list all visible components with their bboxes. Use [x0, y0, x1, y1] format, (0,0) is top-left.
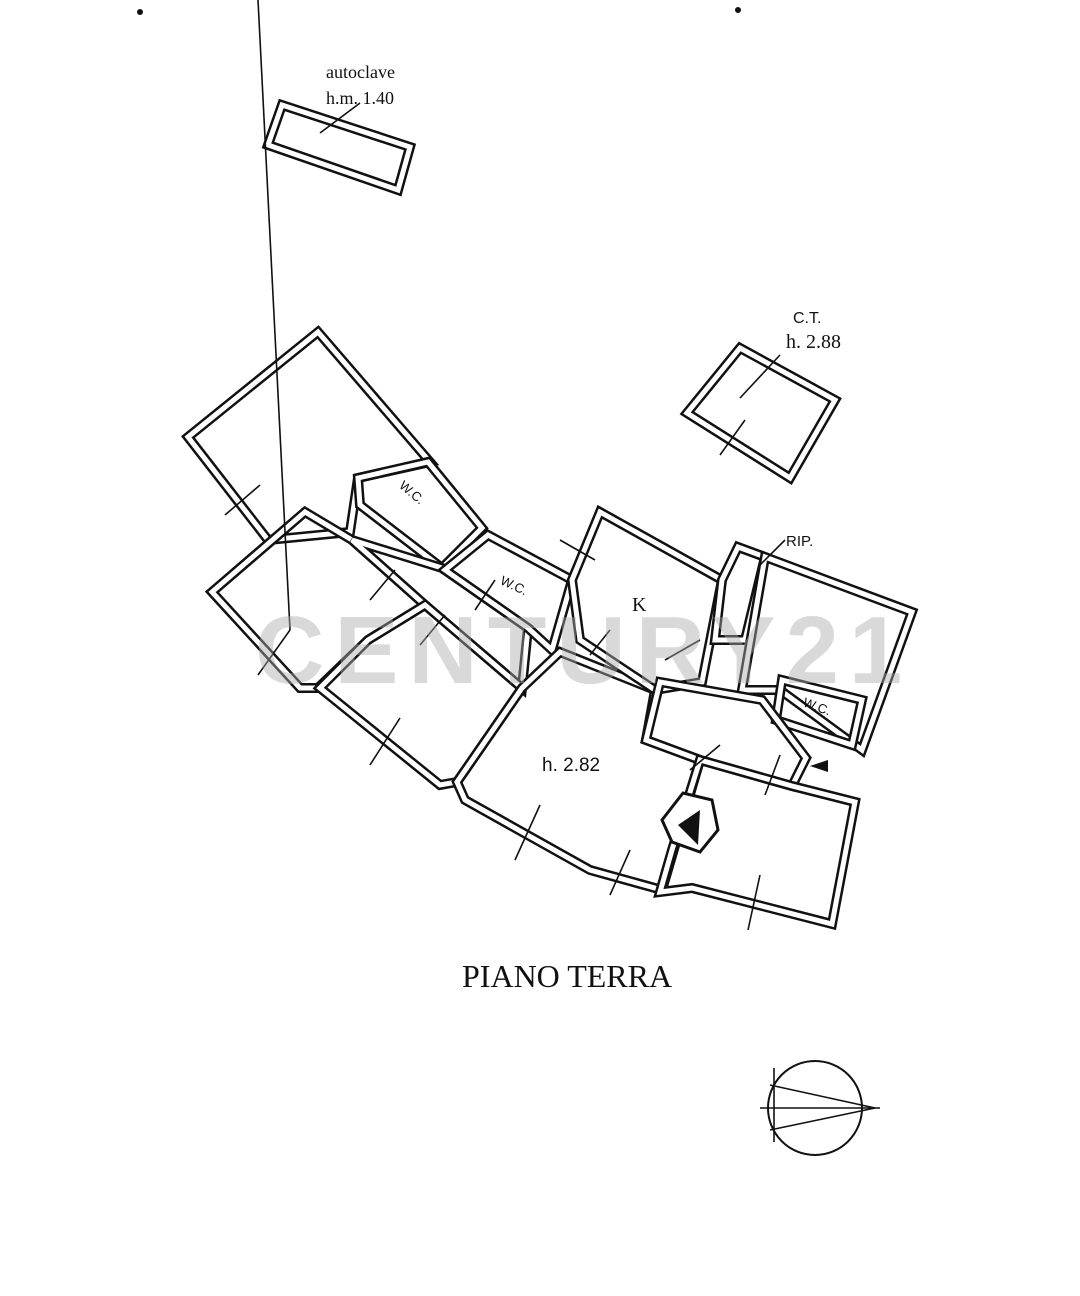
plan-title: PIANO TERRA — [462, 958, 673, 994]
corridor-wall — [350, 537, 531, 694]
rooms — [181, 98, 919, 931]
rip-label: RIP. — [786, 533, 814, 550]
entrance-arrow-icon — [810, 760, 828, 772]
wc-1-wall — [355, 459, 486, 572]
watermark: CENTURY21 — [255, 597, 913, 704]
ct-label: C.T. — [793, 310, 822, 327]
autoclave-height-label: h.m. 1.40 — [326, 88, 395, 108]
main-room-height-label: h. 2.82 — [542, 755, 601, 776]
autoclave-wall — [264, 101, 414, 194]
fireplace-icon — [660, 791, 720, 854]
compass-icon — [760, 1060, 880, 1156]
door-ticks — [224, 0, 786, 931]
page-marks — [137, 7, 741, 15]
wc-2-wall — [440, 532, 575, 655]
wc-3-wall — [773, 676, 865, 749]
room-bottom-right-wall — [656, 756, 858, 928]
bedroom-right-wall — [739, 553, 916, 754]
kitchen-wall — [569, 508, 725, 693]
ct-height-label: h. 2.88 — [786, 331, 841, 353]
kitchen-label: K — [632, 594, 647, 616]
ct-room-wall — [683, 344, 839, 482]
autoclave-label: autoclave — [326, 62, 395, 82]
